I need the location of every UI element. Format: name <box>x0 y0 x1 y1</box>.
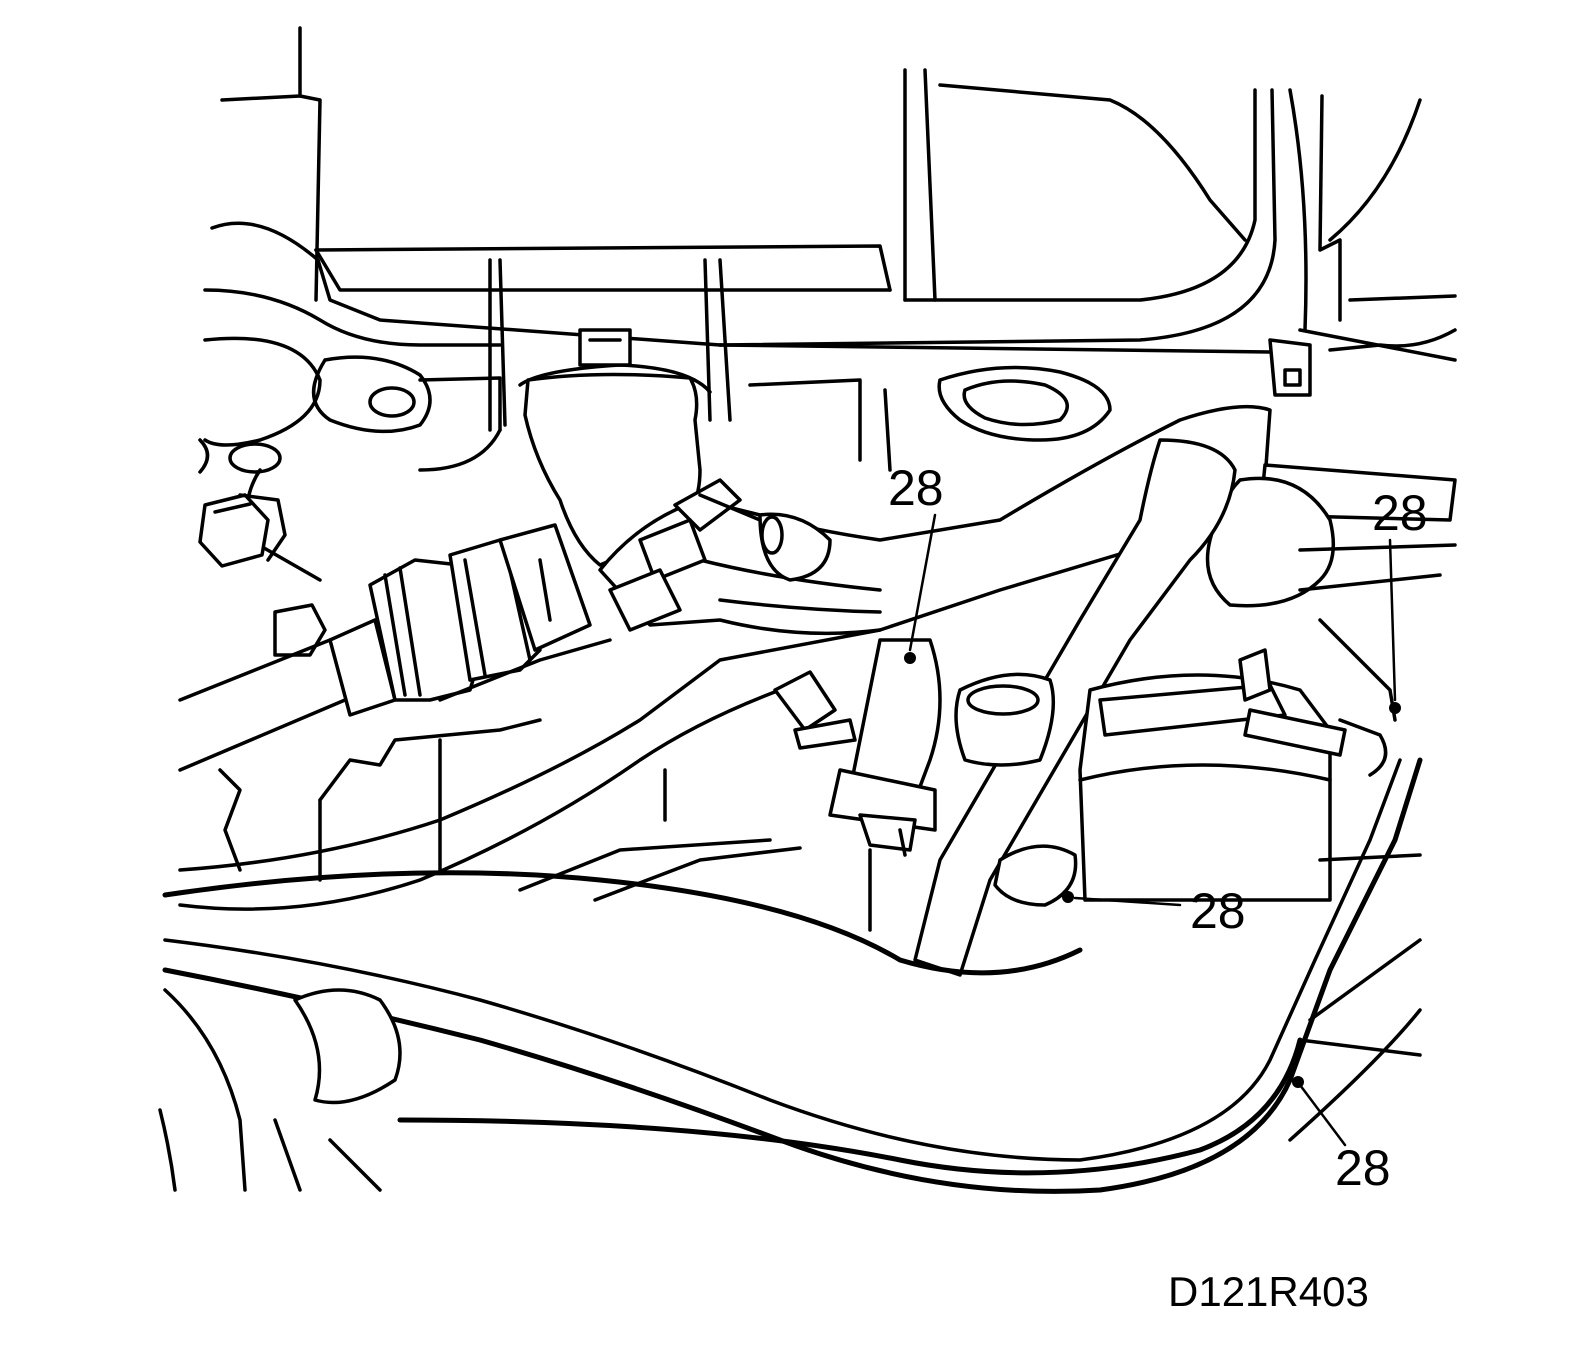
air-box-cover <box>220 26 1457 362</box>
lower-frame <box>218 718 1422 932</box>
leader-dot <box>1389 702 1401 714</box>
leader-line <box>1298 1083 1347 1147</box>
temperature-sensor <box>328 523 592 717</box>
leader-line <box>908 513 937 652</box>
diagonal-hose <box>178 628 882 911</box>
vertical-hose <box>828 638 942 857</box>
elbow-hose <box>518 258 732 567</box>
callout-bottom-right: 28 <box>1292 1076 1391 1196</box>
leader-line <box>1073 896 1182 907</box>
hose-clamp <box>608 478 762 632</box>
callout-top-center: 28 <box>888 460 944 664</box>
outlet-pipe <box>954 648 1388 907</box>
upper-hose <box>598 404 1272 636</box>
leader-dot <box>1292 1076 1304 1088</box>
callout-middle-right: 28 <box>1062 883 1246 939</box>
main-hose <box>913 438 1237 977</box>
callout-label: 28 <box>888 460 944 516</box>
lower-left-fitting <box>158 988 402 1192</box>
callout-label: 28 <box>1190 883 1246 939</box>
leader-dot <box>1062 891 1074 903</box>
bolt <box>198 493 287 568</box>
callout-label: 28 <box>1372 485 1428 541</box>
figure-id: D121R403 <box>1168 1268 1369 1315</box>
callout-label: 28 <box>1335 1140 1391 1196</box>
leader-line <box>1388 538 1397 702</box>
small-bolt <box>273 603 327 657</box>
left-clamp <box>773 670 857 750</box>
callout-top-right: 28 <box>1372 485 1428 714</box>
right-bracket <box>1205 338 1457 722</box>
leader-dot <box>904 652 916 664</box>
